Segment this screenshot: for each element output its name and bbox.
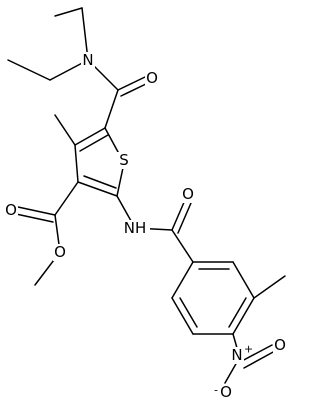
bond-c3-ester-c (54, 181, 79, 216)
atom-amide-o-label: O (146, 69, 158, 87)
bond-ethyl2-ch3 (7, 59, 51, 81)
atom-nitro-n-label: N (231, 346, 242, 364)
atom-nitro-n-charge: + (244, 343, 253, 356)
bond-ring-c3-c4-1 (232, 297, 255, 335)
bond-c4-methyl (54, 114, 76, 146)
bond-amide-co-2 (120, 82, 149, 97)
atom-ester-o-carbonyl-label: O (5, 201, 17, 219)
chemical-structure: N O S O O NH O N + (4, 7, 287, 401)
bond-ester-co-1 (17, 206, 56, 216)
atom-nitro-o-bottom-charge: - (214, 384, 218, 397)
bond-nitro-n-o-top-2 (243, 350, 276, 369)
atom-nitro-o-bottom-label: O (220, 383, 232, 401)
bond-c-ring-c1 (171, 229, 194, 263)
atom-amine-nh-label: NH (124, 219, 147, 237)
atom-nitro-o-bottom: - O (214, 383, 235, 401)
atom-ester-o-methoxy-label: O (54, 243, 66, 261)
atom-thiophene-s: S (117, 151, 131, 169)
bond-ring-c5-c6-1 (171, 297, 194, 335)
atom-thiophene-s-label: S (119, 151, 129, 169)
bond-amide-c5 (104, 89, 119, 129)
atom-ester-o-carbonyl: O (4, 201, 18, 219)
bond-c3-c2-1 (77, 181, 118, 197)
bond-benzamide-co-1 (171, 199, 186, 231)
bond-c5-c4-1 (74, 127, 106, 146)
bond-ring-c5-c6-2 (179, 297, 198, 328)
atom-benzamide-o: O (181, 185, 195, 203)
bond-ethyl1-ch3 (54, 7, 83, 17)
atom-nitro-o-top: O (273, 336, 287, 354)
bond-c4-c3 (74, 144, 79, 183)
atom-amine-nh: NH (120, 219, 150, 237)
bond-ring-methyl (253, 275, 286, 299)
bond-nitro-n-o-bottom (224, 361, 238, 384)
bond-ring-c6-c1 (171, 261, 194, 299)
bond-ring-c3-c4-2 (228, 297, 247, 328)
bond-layer (7, 7, 286, 384)
atom-ester-o-methoxy: O (53, 243, 67, 261)
bond-ester-co-2 (15, 213, 54, 223)
bond-benzamide-co-2 (177, 202, 192, 234)
bond-nitro-n-o-top-1 (239, 344, 273, 363)
atom-amide-n: N (81, 51, 95, 69)
atom-label-layer: N O S O O NH O N + (4, 51, 287, 401)
bond-ethyl1-ch2-n (81, 7, 89, 61)
atom-amide-o: O (145, 69, 159, 87)
atom-nitro-o-top-label: O (274, 336, 286, 354)
bond-ring-c2-c3 (232, 261, 255, 299)
bond-amide-co-1 (117, 76, 146, 91)
bond-c3-c2-2 (83, 175, 117, 189)
atom-nitro-n: N + (230, 343, 253, 364)
bond-c5-c4-2 (79, 134, 109, 152)
atom-amide-n-label: N (82, 51, 93, 69)
atom-benzamide-o-label: O (182, 185, 194, 203)
bond-ring-nitro-n (232, 333, 238, 349)
